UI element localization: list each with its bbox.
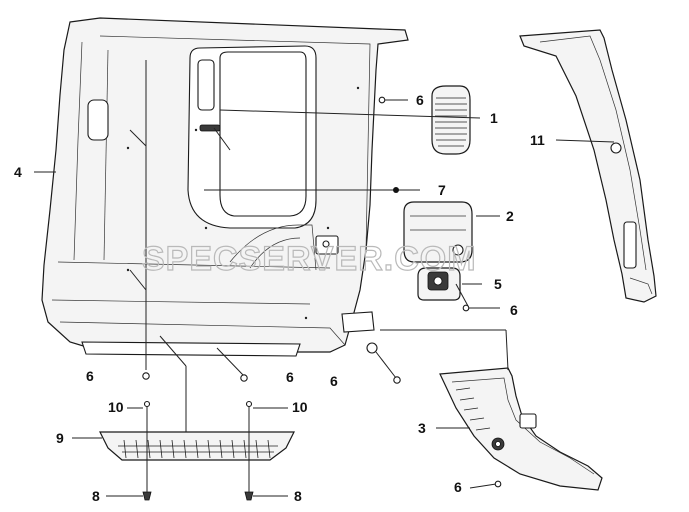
callout-6-middle: 6 (286, 369, 294, 385)
callout-labels: 6 1 11 4 7 2 5 6 6 6 6 10 10 3 9 6 8 8 (14, 92, 545, 504)
part-2-cover (403, 201, 473, 263)
callout-6-lower: 6 (330, 373, 338, 389)
callout-4: 4 (14, 164, 22, 180)
callout-5: 5 (494, 276, 502, 292)
callout-9: 9 (56, 430, 64, 446)
callout-10-left: 10 (108, 399, 124, 415)
callout-6-top: 6 (416, 92, 424, 108)
part-9-floor-tray (99, 431, 295, 461)
callout-6-bottom: 6 (454, 479, 462, 495)
callout-6-right: 6 (510, 302, 518, 318)
leader-lines (34, 60, 615, 497)
callout-10-right: 10 (292, 399, 308, 415)
part-11-pillar-trim (519, 29, 657, 303)
callout-1: 1 (490, 110, 498, 126)
quarter-trim-panel (41, 17, 409, 357)
callout-7: 7 (438, 182, 446, 198)
callout-3: 3 (418, 420, 426, 436)
callout-6-left: 6 (86, 368, 94, 384)
callout-2: 2 (506, 208, 514, 224)
callout-11: 11 (530, 132, 545, 148)
watermark-text: SPECSERVER.COM (142, 240, 477, 278)
callout-8-right: 8 (294, 488, 302, 504)
fasteners (142, 400, 254, 501)
part-1-vent-grille (431, 85, 471, 155)
part-5-latch (417, 267, 461, 301)
part-3-lower-trim (439, 367, 603, 491)
callout-8-left: 8 (92, 488, 100, 504)
